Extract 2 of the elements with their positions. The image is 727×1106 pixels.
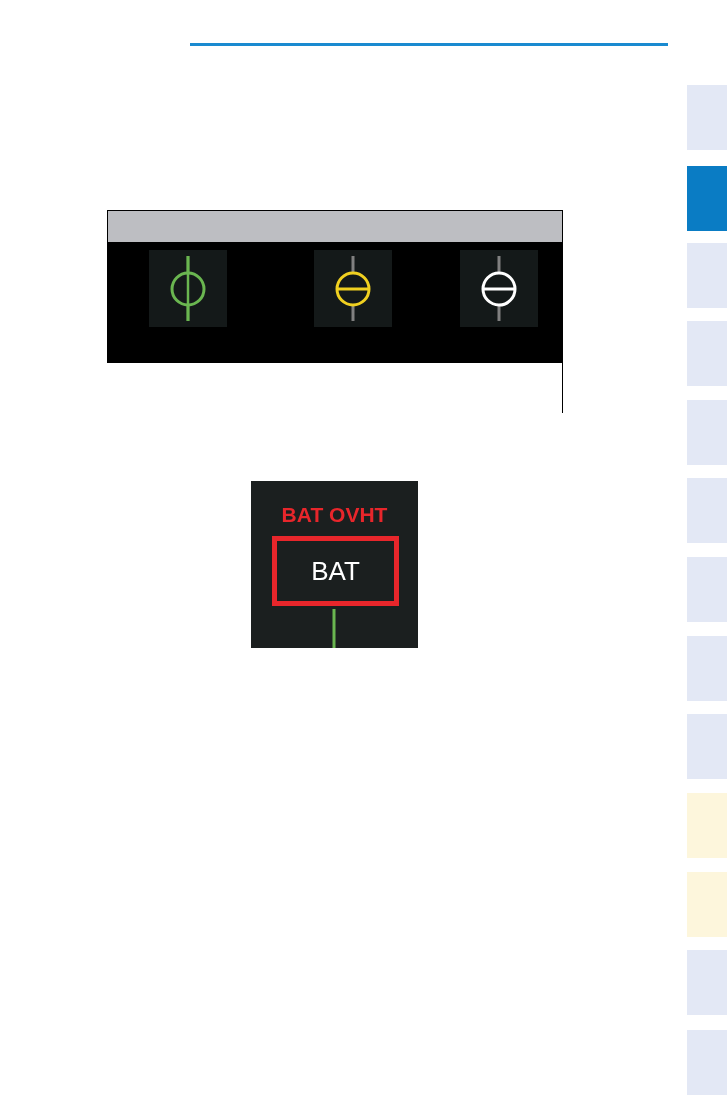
battery-box: BAT	[272, 536, 399, 606]
warning-label: BAT OVHT	[280, 503, 389, 527]
